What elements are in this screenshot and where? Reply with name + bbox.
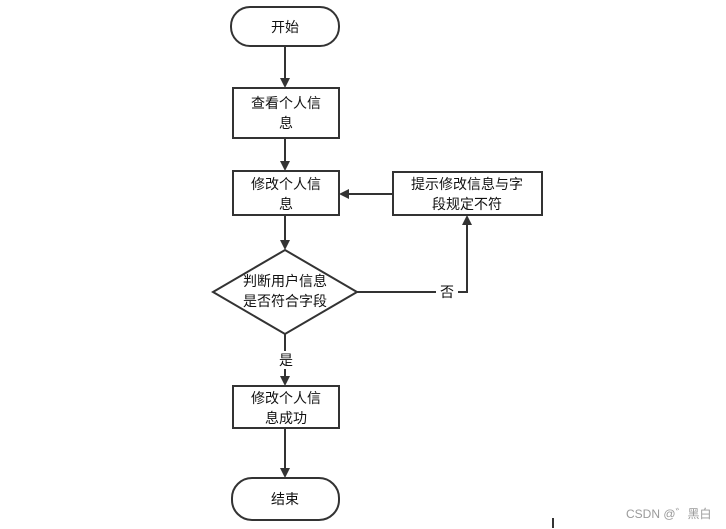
modify-info-label-line2: 息: [279, 196, 293, 213]
no-branch-label: 否: [440, 285, 454, 301]
success-label-line1: 修改个人信: [251, 391, 321, 407]
view-info-label-line1: 查看个人信: [251, 96, 321, 112]
modify-info-label-line1: 修改个人信: [251, 177, 321, 193]
check-label-line2: 是否符合字段: [243, 294, 327, 310]
yes-label-bg: [276, 351, 296, 369]
success-node: 修改个人信 息成功: [232, 385, 340, 429]
start-label: 开始: [271, 20, 299, 36]
text-cursor-mark: [552, 518, 554, 528]
end-label: 结束: [271, 492, 299, 508]
yes-branch-label: 是: [279, 353, 293, 369]
view-info-node: 查看个人信 息: [232, 87, 340, 139]
prompt-node: 提示修改信息与字 段规定不符: [392, 171, 543, 216]
start-node: 开始: [230, 6, 340, 47]
check-decision-node: 判断用户信息 是否符合字段: [211, 248, 359, 336]
check-label-line1: 判断用户信息: [243, 273, 327, 290]
prompt-label-line1: 提示修改信息与字: [411, 176, 523, 193]
no-label-bg: [436, 283, 458, 301]
prompt-label-line2: 段规定不符: [432, 197, 502, 213]
end-node: 结束: [231, 477, 340, 521]
view-info-label-line2: 息: [279, 115, 293, 132]
csdn-watermark: CSDN @゛黑白: [626, 507, 712, 521]
edge-check-to-prompt: [357, 215, 472, 293]
success-label-line2: 息成功: [265, 410, 307, 427]
modify-info-node: 修改个人信 息: [232, 170, 340, 216]
